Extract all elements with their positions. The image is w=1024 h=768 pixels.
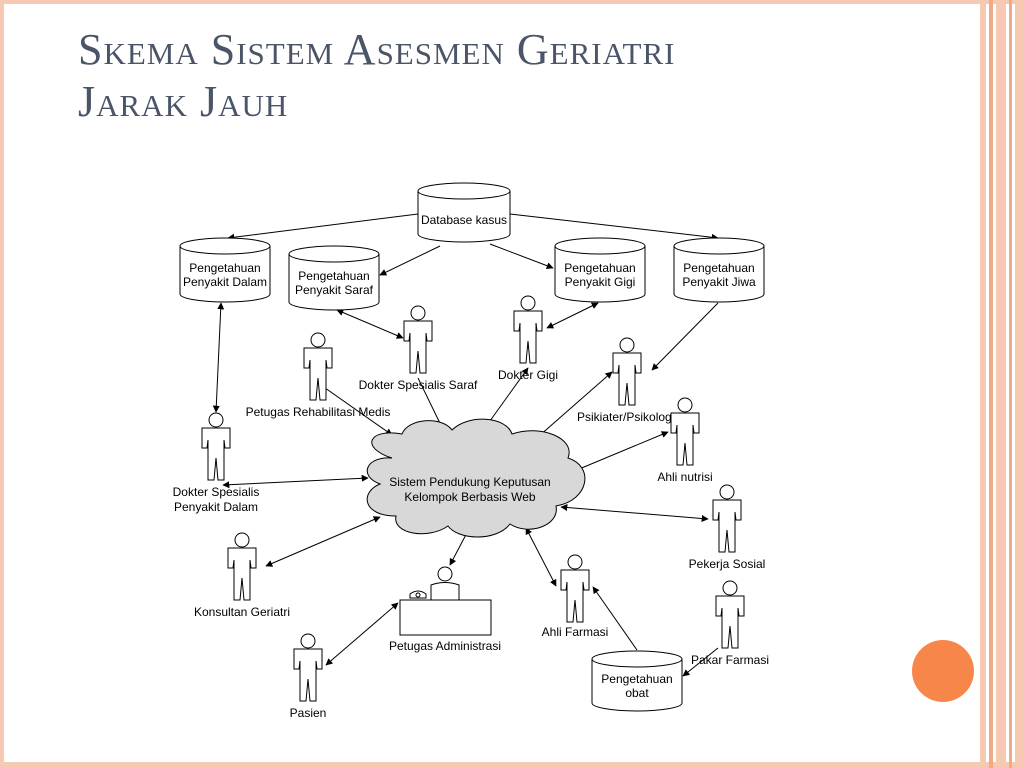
database-gigi-label-2: Penyakit Gigi — [565, 275, 636, 289]
database-obat-label-2: obat — [625, 686, 649, 700]
actor-ahli-nutrisi: Ahli nutrisi — [657, 397, 713, 484]
actor-petugas-administrasi: Petugas Administrasi — [389, 566, 501, 653]
title-line-1: Skema Sistem Asesmen Geriatri — [78, 25, 676, 74]
decor-stripe — [989, 0, 993, 768]
database-gigi-label-1: Pengetahuan — [564, 261, 635, 275]
actor-label: Ahli nutrisi — [657, 470, 712, 484]
actor-label: Pasien — [290, 706, 327, 720]
database-jiwa-label-2: Penyakit Jiwa — [682, 275, 756, 289]
actor-ahli-farmasi: Ahli Farmasi — [542, 554, 609, 639]
database-jiwa-label-1: Pengetahuan — [683, 261, 754, 275]
person-icon — [670, 397, 700, 466]
actor-psikiater: Psikiater/Psikolog — [577, 337, 672, 424]
person-at-desk-icon — [430, 566, 460, 601]
decor-stripe — [1015, 0, 1024, 768]
actor-label: Psikiater/Psikolog — [577, 410, 672, 424]
actor-petugas-rehabilitasi: Petugas Rehabilitasi Medis — [246, 332, 391, 419]
person-icon — [227, 532, 257, 601]
actor-dokter-spesialis-saraf: Dokter Spesialis Saraf — [359, 305, 478, 392]
database-obat: Pengetahuan obat — [591, 650, 683, 712]
actor-label: Petugas Rehabilitasi Medis — [246, 405, 391, 419]
person-icon — [560, 554, 590, 623]
person-icon — [712, 484, 742, 553]
actor-konsultan-geriatri: Konsultan Geriatri — [194, 532, 290, 619]
frame-left — [0, 0, 4, 768]
actor-dokter-spesialis-dalam: Dokter Spesialis Penyakit Dalam — [173, 412, 260, 514]
person-icon — [201, 412, 231, 481]
cloud-label-1: Sistem Pendukung Keputusan — [389, 475, 550, 489]
orange-circle-decoration — [912, 640, 974, 702]
database-kasus-label: Database kasus — [421, 213, 507, 227]
cloud-label-2: Kelompok Berbasis Web — [404, 490, 536, 504]
database-obat-label-1: Pengetahuan — [601, 672, 672, 686]
title-line-2: Jarak Jauh — [78, 77, 289, 126]
database-penyakit-saraf: Pengetahuan Penyakit Saraf — [288, 245, 380, 311]
decor-stripe — [996, 0, 1006, 768]
actor-label: Pekerja Sosial — [689, 557, 766, 571]
desk — [399, 599, 492, 636]
actor-label-1: Dokter Spesialis — [173, 485, 260, 499]
actor-label-2: Penyakit Dalam — [174, 500, 258, 514]
database-kasus: Database kasus — [417, 182, 511, 243]
decor-stripe — [1009, 0, 1012, 768]
actor-label: Konsultan Geriatri — [194, 605, 290, 619]
database-penyakit-dalam: Pengetahuan Penyakit Dalam — [179, 237, 271, 303]
database-saraf-label-1: Pengetahuan — [298, 269, 369, 283]
actor-label: Dokter Gigi — [498, 368, 558, 382]
actor-pekerja-sosial: Pekerja Sosial — [689, 484, 766, 571]
actor-label: Pakar Farmasi — [691, 653, 769, 667]
slide-title: Skema Sistem Asesmen Geriatri Jarak Jauh — [78, 24, 938, 128]
database-penyakit-jiwa: Pengetahuan Penyakit Jiwa — [673, 237, 765, 303]
telephone-icon — [409, 590, 427, 599]
frame-bottom — [0, 762, 1024, 768]
person-icon — [293, 633, 323, 702]
decor-stripe — [980, 0, 986, 768]
database-saraf-label-2: Penyakit Saraf — [295, 283, 374, 297]
person-icon — [513, 295, 543, 364]
person-icon — [612, 337, 642, 406]
actor-label: Dokter Spesialis Saraf — [359, 378, 478, 392]
actor-label: Ahli Farmasi — [542, 625, 609, 639]
web-system-cloud: Sistem Pendukung Keputusan Kelompok Berb… — [366, 418, 586, 538]
database-dalam-label-1: Pengetahuan — [189, 261, 260, 275]
actor-pasien: Pasien — [290, 633, 327, 720]
actor-dokter-gigi: Dokter Gigi — [498, 295, 558, 382]
person-icon — [715, 580, 745, 649]
frame-top — [0, 0, 1024, 4]
database-penyakit-gigi: Pengetahuan Penyakit Gigi — [554, 237, 646, 303]
database-dalam-label-2: Penyakit Dalam — [183, 275, 267, 289]
actor-pakar-farmasi: Pakar Farmasi — [691, 580, 769, 667]
actor-label: Petugas Administrasi — [389, 639, 501, 653]
person-icon — [403, 305, 433, 374]
